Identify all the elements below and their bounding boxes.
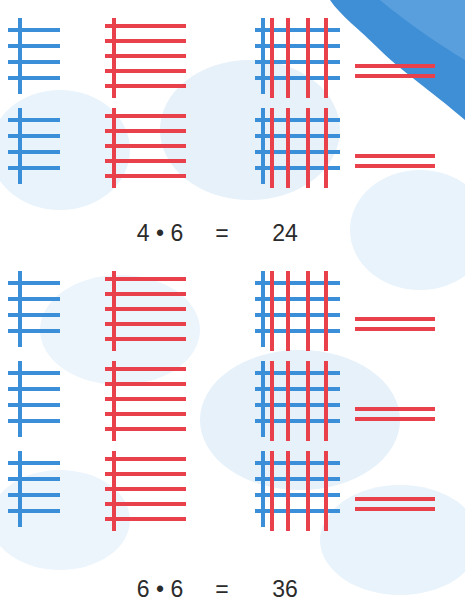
red-stick — [355, 417, 435, 421]
blue-stick — [18, 108, 22, 184]
red-stick — [105, 54, 186, 58]
red-stick — [324, 271, 328, 351]
red-stick — [112, 451, 116, 531]
red-stick — [112, 108, 116, 188]
red-stick — [306, 108, 310, 188]
blue-stick — [261, 108, 265, 184]
blue-stick — [18, 451, 22, 527]
blue-stick — [18, 361, 22, 437]
red-stick — [324, 18, 328, 98]
blue-stick — [8, 419, 60, 423]
red-stick — [105, 337, 186, 341]
blue-stick — [8, 313, 60, 317]
red-stick — [286, 18, 290, 98]
blue-stick — [8, 118, 60, 122]
product-number: 24 — [272, 222, 298, 245]
blue-stick — [8, 297, 60, 301]
blue-stick — [8, 461, 60, 465]
red-stick — [355, 74, 435, 78]
blue-stick — [18, 271, 22, 347]
red-stick — [112, 361, 116, 441]
red-stick — [324, 451, 328, 531]
red-stick — [105, 174, 186, 178]
red-stick — [105, 129, 186, 133]
red-stick — [105, 322, 186, 326]
red-stick — [105, 144, 186, 148]
blue-stick — [8, 371, 60, 375]
red-stick — [105, 277, 186, 281]
red-stick — [270, 18, 274, 98]
red-stick — [306, 271, 310, 351]
red-stick — [105, 517, 186, 521]
blue-stick — [8, 477, 60, 481]
red-stick — [355, 64, 435, 68]
red-stick — [105, 502, 186, 506]
red-stick — [105, 69, 186, 73]
blue-stick — [8, 134, 60, 138]
red-stick — [105, 457, 186, 461]
red-stick — [355, 164, 435, 168]
blue-stick — [261, 361, 265, 437]
red-stick — [105, 159, 186, 163]
red-stick — [324, 108, 328, 188]
red-stick — [306, 361, 310, 441]
red-stick — [355, 317, 435, 321]
red-stick — [112, 18, 116, 98]
red-stick — [286, 361, 290, 441]
red-stick — [105, 367, 186, 371]
red-stick — [324, 361, 328, 441]
red-stick — [105, 412, 186, 416]
red-stick — [355, 407, 435, 411]
blue-stick — [18, 18, 22, 94]
equals-sign: = — [215, 222, 228, 245]
red-stick — [270, 108, 274, 188]
red-stick — [105, 39, 186, 43]
red-stick — [105, 382, 186, 386]
red-stick — [355, 507, 435, 511]
blue-stick — [8, 76, 60, 80]
multiplication-text: 4 • 6 — [137, 222, 183, 245]
red-stick — [286, 271, 290, 351]
red-stick — [306, 18, 310, 98]
blue-stick — [8, 387, 60, 391]
blue-stick — [8, 60, 60, 64]
red-stick — [112, 271, 116, 351]
red-stick — [270, 451, 274, 531]
blue-stick — [8, 150, 60, 154]
red-stick — [286, 451, 290, 531]
red-stick — [105, 114, 186, 118]
blue-stick — [8, 166, 60, 170]
red-stick — [270, 361, 274, 441]
blue-stick — [8, 509, 60, 513]
equals-sign: = — [215, 578, 228, 601]
red-stick — [355, 327, 435, 331]
red-stick — [105, 397, 186, 401]
red-stick — [270, 271, 274, 351]
red-stick — [306, 451, 310, 531]
blue-stick — [8, 403, 60, 407]
blue-stick — [8, 493, 60, 497]
red-stick — [355, 154, 435, 158]
blue-stick — [8, 329, 60, 333]
blue-stick — [8, 28, 60, 32]
sticks — [8, 18, 435, 531]
product-number: 36 — [272, 578, 298, 601]
red-stick — [105, 24, 186, 28]
background — [0, 0, 465, 595]
red-stick — [105, 427, 186, 431]
blue-stick — [8, 44, 60, 48]
blue-stick — [8, 281, 60, 285]
red-stick — [105, 292, 186, 296]
red-stick — [286, 108, 290, 188]
red-stick — [105, 84, 186, 88]
red-stick — [105, 307, 186, 311]
blue-stick — [261, 18, 265, 94]
blue-stick — [261, 271, 265, 347]
red-stick — [105, 487, 186, 491]
red-stick — [105, 472, 186, 476]
red-stick — [355, 497, 435, 501]
blue-stick — [261, 451, 265, 527]
multiplication-text: 6 • 6 — [137, 578, 183, 601]
